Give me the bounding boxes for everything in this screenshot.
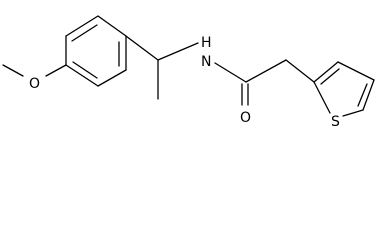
benzene-bond [65, 15, 99, 37]
amide-hydrogen-label: H [201, 35, 212, 51]
carbonyl-oxygen-label: O [240, 110, 251, 126]
thiophene-bond [362, 79, 375, 111]
thiophene-bond [313, 61, 339, 83]
thiophene-double-bond [357, 83, 368, 107]
thiophene-sulfur-label: S [331, 114, 340, 130]
ch-n-bond [157, 42, 199, 61]
benzene-double-bond [72, 61, 98, 79]
methyl-o-bond [2, 64, 24, 77]
benzene-double-bond [71, 24, 98, 42]
chemical-structure-diagram: O H N O S [2, 15, 375, 130]
ethyl-linker [125, 35, 199, 100]
methoxy-group [2, 64, 67, 77]
carbonyl-ch2-bond [245, 59, 287, 83]
benzene-bond [65, 64, 99, 87]
benzene-bond [97, 69, 127, 87]
thiophene-bond [342, 109, 364, 117]
thiophene-double-bond [320, 68, 340, 85]
thiophene-bond [313, 81, 331, 114]
ch2-thiophene-bond [285, 59, 315, 83]
benzene-ring [65, 15, 127, 87]
methoxy-oxygen-label: O [29, 76, 40, 92]
ring-ch-bond [125, 35, 159, 61]
n-carbonyl-bond [214, 62, 247, 83]
o-ring-bond [45, 64, 67, 77]
amide-group [214, 59, 315, 106]
thiophene-ring [313, 61, 375, 117]
amide-nitrogen-label: N [201, 54, 211, 70]
benzene-bond [97, 15, 127, 37]
thiophene-bond [337, 61, 375, 81]
